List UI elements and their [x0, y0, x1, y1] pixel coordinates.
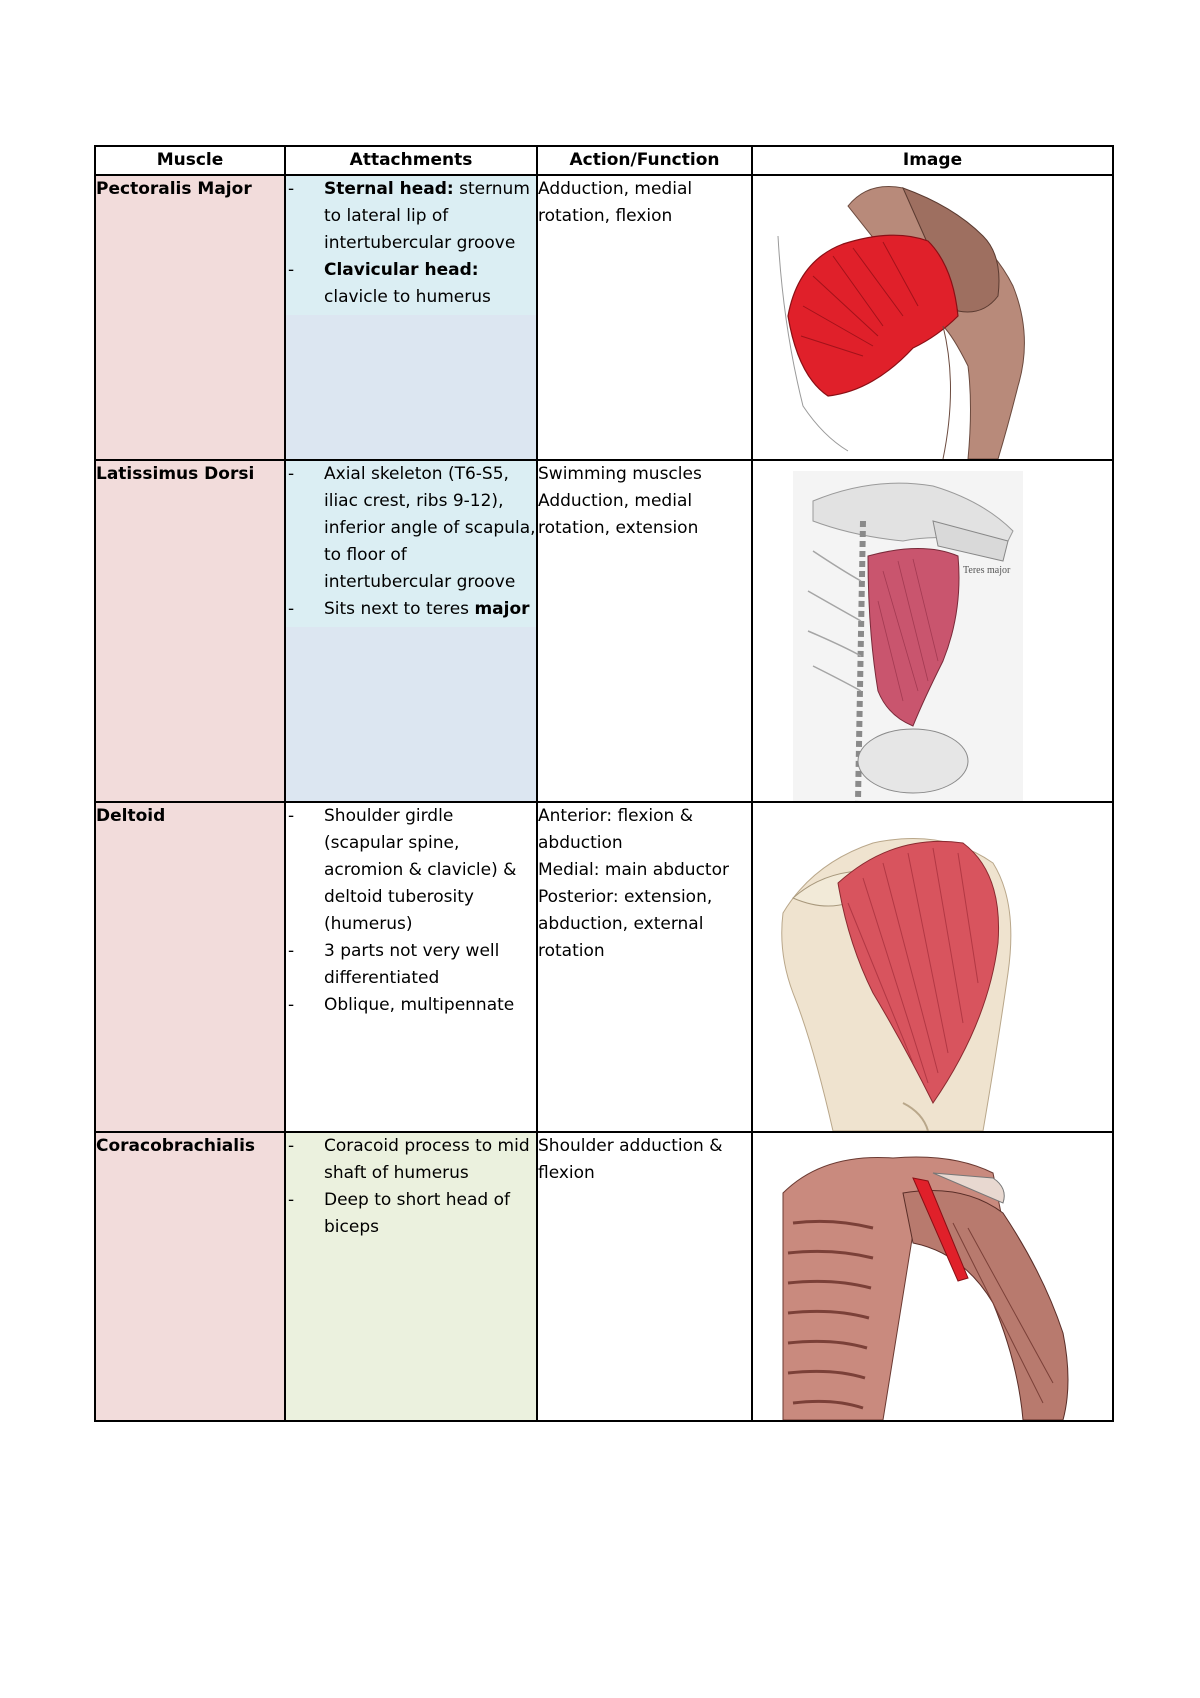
attachment-text: Sits next to teres	[324, 599, 470, 619]
muscle-name: Latissimus Dorsi	[94, 459, 286, 803]
attachment-text: 3 parts not very well differentiated	[324, 941, 500, 988]
muscle-name: Deltoid	[94, 801, 286, 1133]
muscle-table: Muscle Attachments Action/Function Image…	[94, 145, 1114, 1422]
attachment-text: Deep to short head of biceps	[324, 1190, 510, 1237]
action-cell: Swimming muscles Adduction, medial rotat…	[536, 459, 753, 803]
action-cell: Anterior: flexion & abduction Medial: ma…	[536, 801, 753, 1133]
action-text: Adduction, medial rotation, extension	[538, 491, 699, 538]
deltoid-illustration	[781, 838, 1012, 1131]
attachment-bold: Clavicular head:	[324, 260, 479, 280]
image-cell	[751, 174, 1114, 461]
teres-major-label: Teres major	[963, 565, 1011, 576]
muscle-name: Pectoralis Major	[94, 174, 286, 461]
action-text: Shoulder adduction & flexion	[538, 1136, 723, 1183]
attachments-cell: Axial skeleton (T6-S5, iliac crest, ribs…	[284, 459, 538, 803]
image-cell: Teres major	[751, 459, 1114, 803]
attachment-item: Deep to short head of biceps	[286, 1187, 536, 1241]
action-text: Adduction, medial rotation, flexion	[538, 179, 693, 226]
action-cell: Adduction, medial rotation, flexion	[536, 174, 753, 461]
action-text: Posterior: extension, abduction, externa…	[538, 887, 713, 961]
action-text: Medial: main abductor	[538, 860, 729, 880]
latissimus-dorsi-illustration: Teres major	[793, 471, 1023, 801]
header-image: Image	[751, 145, 1114, 176]
muscle-name: Coracobrachialis	[94, 1131, 286, 1422]
attachment-item: 3 parts not very well differentiated	[286, 938, 536, 992]
attachments-cell: Shoulder girdle (scapular spine, acromio…	[284, 801, 538, 1133]
attachment-bold: Sternal head:	[324, 179, 454, 199]
action-text: Anterior: flexion & abduction	[538, 806, 693, 853]
action-cell: Shoulder adduction & flexion	[536, 1131, 753, 1422]
attachment-item: Oblique, multipennate	[286, 992, 536, 1019]
header-attachments: Attachments	[284, 145, 538, 176]
attachment-item: Axial skeleton (T6-S5, iliac crest, ribs…	[286, 461, 536, 596]
attachments-cell: Sternal head: sternum to lateral lip of …	[284, 174, 538, 461]
coracobrachialis-illustration	[782, 1156, 1069, 1420]
attachment-item: Sternal head: sternum to lateral lip of …	[286, 176, 536, 257]
attachment-text: clavicle to humerus	[324, 287, 491, 307]
table-row: Coracobrachialis Coracoid process to mid…	[94, 1131, 1114, 1422]
attachment-item: Coracoid process to mid shaft of humerus	[286, 1133, 536, 1187]
attachment-text: sternum to lateral lip of intertubercula…	[324, 179, 530, 253]
attachment-item: Sits next to teres major	[286, 596, 536, 623]
table-row: Deltoid Shoulder girdle (scapular spine,…	[94, 801, 1114, 1133]
header-action: Action/Function	[536, 145, 753, 176]
attachment-text: Coracoid process to mid shaft of humerus	[324, 1136, 530, 1183]
header-muscle: Muscle	[94, 145, 286, 176]
table-row: Pectoralis Major Sternal head: sternum t…	[94, 174, 1114, 461]
attachments-cell: Coracoid process to mid shaft of humerus…	[284, 1131, 538, 1422]
attachment-item: Clavicular head: clavicle to humerus	[286, 257, 536, 311]
attachment-text: Axial skeleton (T6-S5, iliac crest, ribs…	[324, 464, 536, 592]
table-row: Latissimus Dorsi Axial skeleton (T6-S5, …	[94, 459, 1114, 803]
action-text: Swimming muscles	[538, 464, 702, 484]
header-row: Muscle Attachments Action/Function Image	[94, 145, 1114, 176]
pectoralis-major-illustration	[777, 185, 1025, 459]
attachment-bold: major	[474, 599, 530, 619]
attachment-text: Oblique, multipennate	[324, 995, 515, 1015]
attachment-text: Shoulder girdle (scapular spine, acromio…	[324, 806, 517, 934]
image-cell	[751, 801, 1114, 1133]
image-cell	[751, 1131, 1114, 1422]
attachment-item: Shoulder girdle (scapular spine, acromio…	[286, 803, 536, 938]
